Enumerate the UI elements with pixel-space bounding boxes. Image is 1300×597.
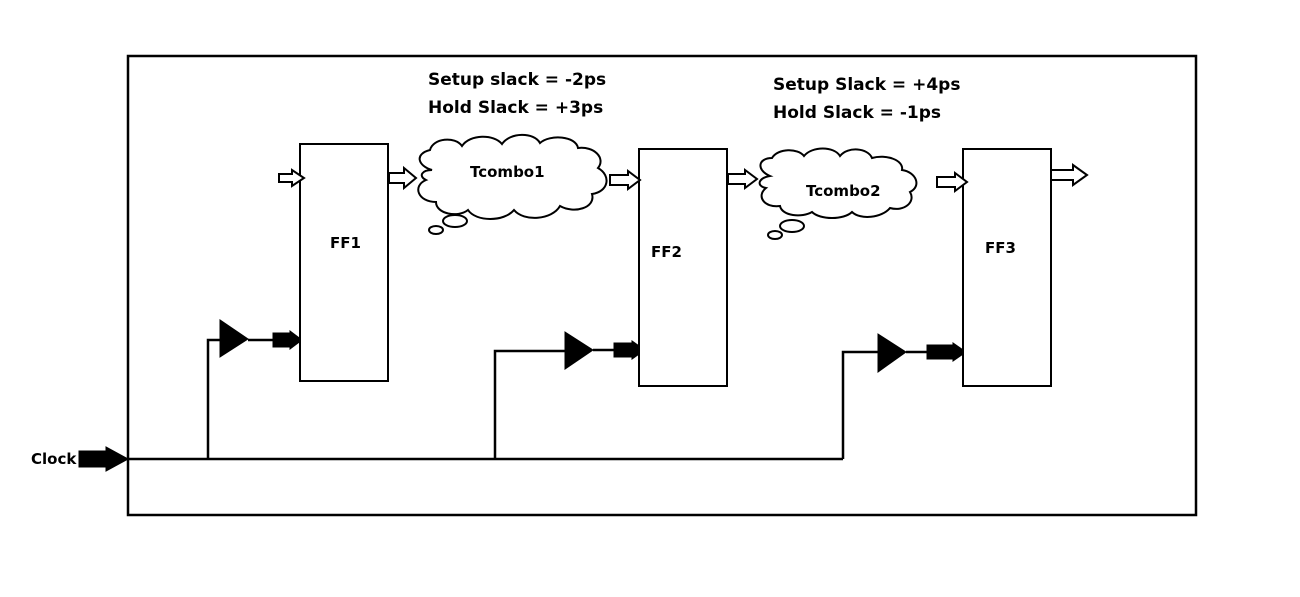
clock-branch-ff2 <box>493 349 565 459</box>
combo-logic-tcombo2: Tcombo2 <box>758 147 918 240</box>
clock-input-arrow <box>78 446 130 472</box>
ff2-label: FF2 <box>651 243 682 261</box>
design-boundary <box>126 54 1198 517</box>
flip-flop-ff1: FF1 <box>299 143 389 382</box>
tcombo2-cloud-shape <box>758 147 918 219</box>
tcombo1-thought-bubble-large <box>442 214 468 228</box>
clock-branch-ff3 <box>841 350 878 459</box>
ff3-body <box>962 148 1052 387</box>
tcombo1-thought-bubble-small <box>428 225 444 235</box>
ff2-data-input-arrow <box>609 169 642 191</box>
clock-pin-arrow-ff3 <box>926 342 967 362</box>
clock-buffer-ff1 <box>219 319 249 358</box>
ff2-body <box>638 148 728 387</box>
stage1-hold-slack: Hold Slack = +3ps <box>428 98 603 118</box>
ff1-data-input-arrow <box>278 168 306 188</box>
stage2-hold-slack: Hold Slack = -1ps <box>773 103 941 123</box>
ff1-body <box>299 143 389 382</box>
ff1-data-output-arrow <box>388 165 418 191</box>
clock-branch-ff1 <box>206 338 220 459</box>
ff1-label: FF1 <box>330 234 361 252</box>
stage1-setup-slack: Setup slack = -2ps <box>428 70 606 90</box>
flip-flop-ff2: FF2 <box>638 148 728 387</box>
ff3-data-input-arrow <box>936 171 969 193</box>
combo-logic-tcombo1: Tcombo1 <box>417 133 608 235</box>
tcombo1-cloud-shape <box>417 133 608 220</box>
tcombo2-thought-bubble-small <box>767 230 783 240</box>
ff3-data-output-arrow <box>1050 163 1089 187</box>
clock-label: Clock <box>31 450 77 468</box>
clock-buffer-ff2 <box>564 331 594 370</box>
flip-flop-ff3: FF3 <box>962 148 1052 387</box>
tcombo2-thought-bubble-large <box>779 219 805 233</box>
tcombo1-label: Tcombo1 <box>470 163 545 181</box>
clock-buffer-ff3 <box>877 333 907 373</box>
clock-pin-arrow-ff1 <box>272 330 303 350</box>
stage2-setup-slack: Setup Slack = +4ps <box>773 75 960 95</box>
ff2-data-output-arrow <box>727 168 759 190</box>
ff3-label: FF3 <box>985 239 1016 257</box>
tcombo2-label: Tcombo2 <box>806 182 881 200</box>
